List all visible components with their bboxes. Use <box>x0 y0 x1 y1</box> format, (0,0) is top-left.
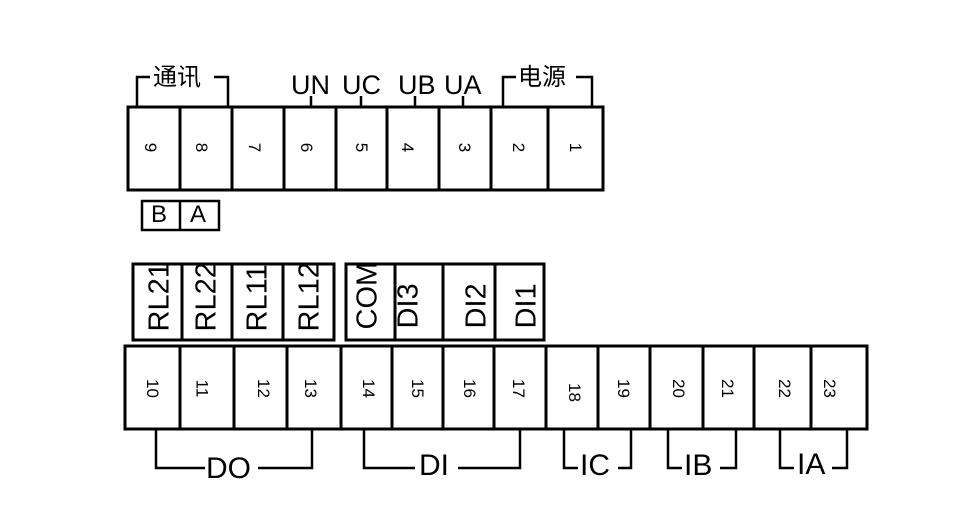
input-label: COM <box>351 261 384 330</box>
top-terminal-number: 4 <box>398 142 418 153</box>
bottom-terminal-number: 11 <box>192 379 212 398</box>
relay-label-box <box>131 262 336 342</box>
group-label-ib: IB <box>684 449 713 482</box>
top-terminal-number: 2 <box>509 142 529 153</box>
bottom-terminal-number: 22 <box>774 379 794 398</box>
top-terminal-number: 5 <box>352 142 372 153</box>
top-terminal-strip <box>126 105 605 192</box>
voltage-label-un: UN <box>291 70 330 100</box>
voltage-label-ub: UB <box>398 70 436 100</box>
bottom-terminal-number: 10 <box>142 379 162 398</box>
power-bracket <box>501 75 594 107</box>
di-bracket <box>362 429 522 470</box>
group-label-ic: IC <box>580 449 610 482</box>
bottom-terminal-number: 19 <box>613 379 633 398</box>
voltage-ticks <box>309 96 465 107</box>
comm-group-label: 通讯 <box>153 63 201 91</box>
input-label: DI1 <box>510 283 543 329</box>
voltage-label-ua: UA <box>444 70 482 100</box>
power-group-label: 电源 <box>518 63 566 91</box>
group-label-ia: IA <box>797 448 826 481</box>
do-bracket <box>154 429 314 470</box>
input-label: DI3 <box>392 283 425 329</box>
bottom-terminal-strip <box>123 344 869 431</box>
top-terminal-number: 8 <box>192 142 212 153</box>
top-strip-outline <box>126 105 605 192</box>
bottom-terminal-number: 12 <box>253 379 273 398</box>
top-terminal-number: 1 <box>566 142 586 153</box>
bottom-terminal-number: 13 <box>300 379 320 398</box>
bottom-terminal-number: 21 <box>717 379 737 398</box>
comm-pin-a: A <box>190 201 207 228</box>
bottom-terminal-number: 18 <box>564 383 584 402</box>
ib-bracket <box>666 429 738 470</box>
top-terminal-number: 9 <box>141 142 161 153</box>
comm-pin-b: B <box>151 201 168 228</box>
input-label: DI2 <box>460 283 493 329</box>
relay-label: RL22 <box>190 262 223 332</box>
bottom-terminal-number: 15 <box>407 379 427 398</box>
relay-label: RL21 <box>143 262 176 332</box>
bottom-terminal-number: 16 <box>459 379 479 398</box>
input-label-box <box>344 262 546 342</box>
top-terminal-number: 7 <box>245 142 265 153</box>
comm-pin-box <box>140 199 221 232</box>
comm-bracket <box>135 75 230 107</box>
voltage-label-uc: UC <box>342 70 381 100</box>
relay-label: RL11 <box>241 264 274 332</box>
bottom-terminal-number: 20 <box>668 379 688 398</box>
bottom-terminal-number: 23 <box>819 379 839 398</box>
top-terminal-number: 3 <box>455 142 475 153</box>
group-label-di: DI <box>419 449 449 482</box>
bottom-terminal-number: 17 <box>508 379 528 398</box>
ia-bracket <box>778 429 849 470</box>
top-terminal-number: 6 <box>297 142 317 153</box>
bottom-terminal-number: 14 <box>358 379 378 398</box>
group-label-do: DO <box>206 452 251 485</box>
ic-bracket <box>562 429 633 470</box>
relay-label: RL12 <box>293 262 326 332</box>
